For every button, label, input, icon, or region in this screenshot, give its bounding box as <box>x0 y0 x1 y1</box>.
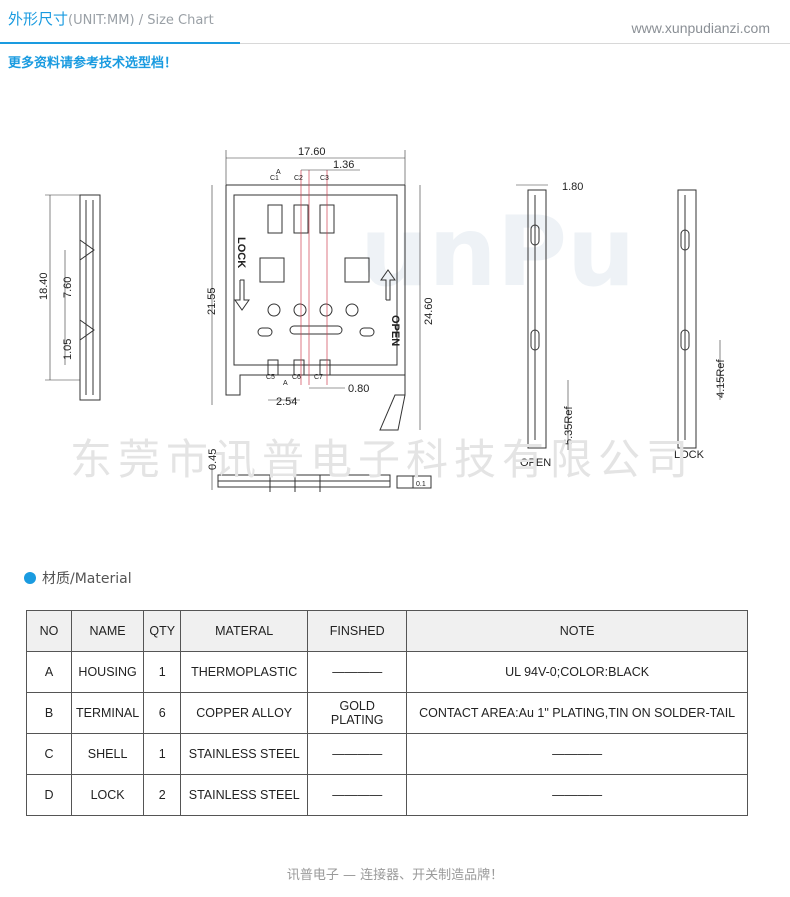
cell-note: UL 94V-0;COLOR:BLACK <box>406 651 748 693</box>
label-lock-side: LOCK <box>674 449 705 461</box>
cell-material: STAINLESS STEEL <box>180 733 309 775</box>
cell-name: LOCK <box>70 774 145 816</box>
side-view-lock <box>677 189 721 449</box>
page-header: 外形尺寸(UNIT:MM) / Size Chart www.xunpudian… <box>0 0 790 44</box>
col-material: MATERAL <box>180 610 309 652</box>
col-name: NAME <box>70 610 145 652</box>
cell-material: THERMOPLASTIC <box>180 651 309 693</box>
dim-side-top: 1.80 <box>562 181 583 193</box>
cell-note: ———— <box>406 774 748 816</box>
page-title: 外形尺寸(UNIT:MM) / Size Chart <box>8 8 214 29</box>
site-url[interactable]: www.xunpudianzi.com <box>631 20 770 36</box>
cell-name: SHELL <box>70 733 145 775</box>
dim-flatness: 0.1 <box>416 481 426 488</box>
cell-no: B <box>26 692 72 734</box>
dim-left-h2: 7.60 <box>62 277 74 298</box>
table-header-row: NO NAME QTY MATERAL FINSHED NOTE <box>26 610 748 652</box>
cell-qty: 2 <box>143 774 182 816</box>
dim-thickness: 0.45 <box>207 449 219 470</box>
col-qty: QTY <box>143 610 182 652</box>
cell-finished: ———— <box>307 651 408 693</box>
title-cn: 外形尺寸 <box>8 10 69 28</box>
bullet-dot-icon <box>24 572 36 584</box>
cell-no: C <box>26 733 72 775</box>
cell-finished: ———— <box>307 774 408 816</box>
cell-note: CONTACT AREA:Au 1" PLATING,TIN ON SOLDER… <box>406 692 748 734</box>
label-open-vertical: OPEN <box>389 315 401 346</box>
main-top-view <box>225 184 406 431</box>
label-c3: C3 <box>320 175 329 182</box>
label-c2: C2 <box>294 175 303 182</box>
dim-left-h1: 18.40 <box>38 272 50 300</box>
cell-name: TERMINAL <box>70 692 145 734</box>
tagline: 更多资料请参考技术选型档！ <box>8 56 178 71</box>
col-note: NOTE <box>406 610 748 652</box>
cell-no: A <box>26 651 72 693</box>
label-c1: C1 <box>270 175 279 182</box>
cell-note: ———— <box>406 733 748 775</box>
dim-pitch-top: 1.36 <box>333 159 354 171</box>
label-a-bottom: A <box>283 380 288 387</box>
material-heading: 材质/Material <box>24 568 132 588</box>
table-row: A HOUSING 1 THERMOPLASTIC ———— UL 94V-0;… <box>26 651 748 693</box>
table-row: D LOCK 2 STAINLESS STEEL ———— ———— <box>26 774 748 816</box>
dim-offset-bottom: 0.80 <box>348 383 369 395</box>
dim-height-total: 24.60 <box>423 297 435 325</box>
bottom-profile-view <box>211 465 432 492</box>
dim-width-total: 17.60 <box>298 146 326 158</box>
material-table: NO NAME QTY MATERAL FINSHED NOTE A HOUSI… <box>26 610 748 816</box>
label-a-top: A <box>276 169 281 176</box>
left-side-view <box>45 194 101 401</box>
dim-side-ref: 5.35Ref <box>563 406 575 445</box>
header-divider <box>0 42 790 44</box>
watermark-logo: unPu <box>360 196 635 308</box>
label-lock-vertical: LOCK <box>235 237 247 268</box>
cell-finished: ———— <box>307 733 408 775</box>
side-view-open <box>516 184 569 450</box>
cell-material: COPPER ALLOY <box>180 692 309 734</box>
label-open-side: OPEN <box>520 457 551 469</box>
label-c6: C6 <box>292 374 301 381</box>
dim-pitch-bottom: 2.54 <box>276 396 297 408</box>
material-heading-text: 材质/Material <box>42 571 132 587</box>
cell-qty: 1 <box>143 651 182 693</box>
dim-height-inner: 21.55 <box>206 287 218 315</box>
main-dim-lines <box>211 150 421 430</box>
table-row: C SHELL 1 STAINLESS STEEL ———— ———— <box>26 733 748 775</box>
watermark-company: 东莞市讯普电子科技有限公司 <box>70 435 694 484</box>
table-row: B TERMINAL 6 COPPER ALLOY GOLD PLATING C… <box>26 692 748 734</box>
label-c5: C5 <box>266 374 275 381</box>
cell-name: HOUSING <box>70 651 145 693</box>
cell-material: STAINLESS STEEL <box>180 774 309 816</box>
centre-lines <box>300 170 328 385</box>
footer-slogan: 讯普电子 — 连接器、开关制造品牌！ <box>286 868 504 883</box>
label-c7: C7 <box>314 374 323 381</box>
cell-qty: 1 <box>143 733 182 775</box>
dim-right-ref: 4.15Ref <box>715 359 727 398</box>
technical-drawing: unPu 18.40 7.60 1.05 <box>38 146 727 492</box>
title-sub: (UNIT:MM) / Size Chart <box>68 13 214 28</box>
cell-finished: GOLD PLATING <box>307 692 408 734</box>
dim-left-h3: 1.05 <box>62 339 74 360</box>
col-no: NO <box>26 610 72 652</box>
cell-qty: 6 <box>143 692 182 734</box>
cell-no: D <box>26 774 72 816</box>
col-finished: FINSHED <box>307 610 408 652</box>
